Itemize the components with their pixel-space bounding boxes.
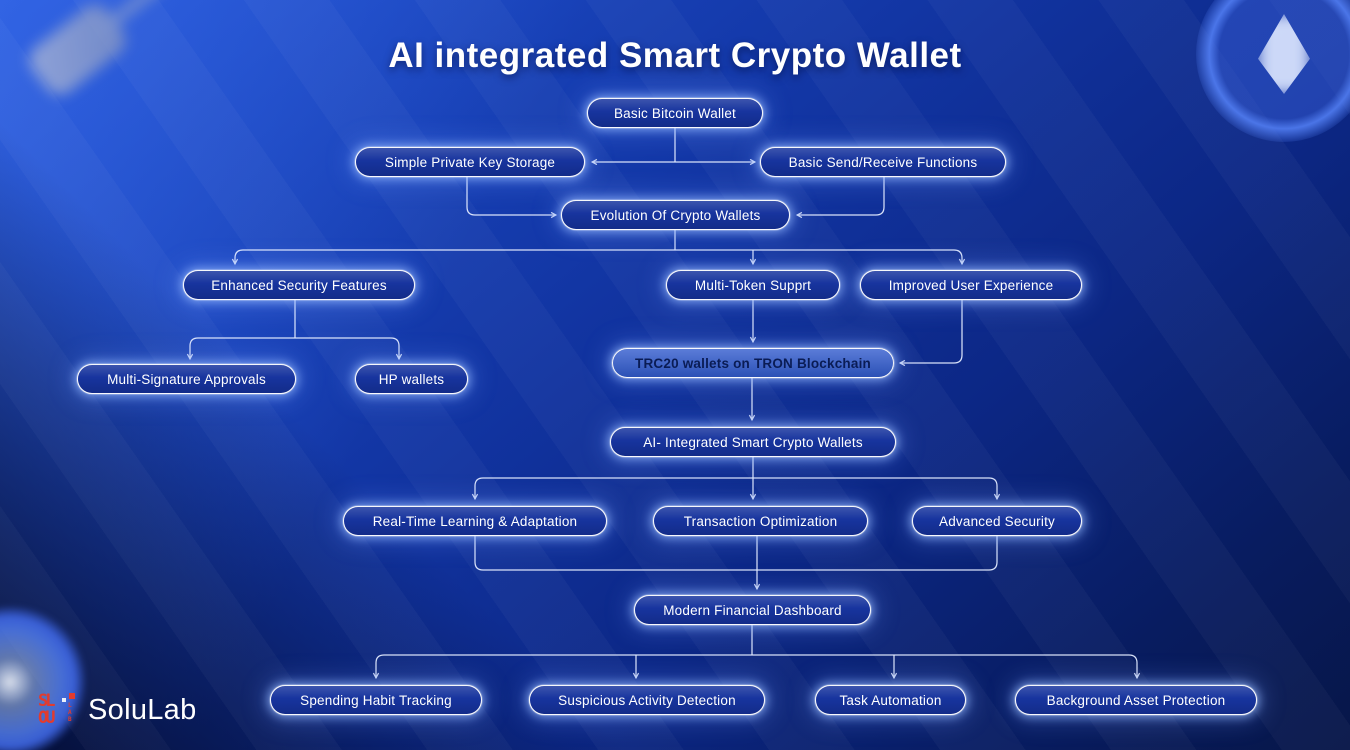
node-modern-financial-dashboard: Modern Financial Dashboard <box>634 595 871 625</box>
node-ai-integrated-smart-crypto-wallets: AI- Integrated Smart Crypto Wallets <box>610 427 896 457</box>
node-multi-token-supprt: Multi-Token Supprt <box>666 270 840 300</box>
svg-text:L: L <box>68 702 72 709</box>
node-improved-user-experience: Improved User Experience <box>860 270 1082 300</box>
node-transaction-optimization: Transaction Optimization <box>653 506 868 536</box>
node-enhanced-security-features: Enhanced Security Features <box>183 270 415 300</box>
svg-text:OU: OU <box>38 708 55 728</box>
svg-text:A: A <box>68 709 72 716</box>
page-title: AI integrated Smart Crypto Wallet <box>388 36 962 75</box>
node-suspicious-activity-detection: Suspicious Activity Detection <box>529 685 765 715</box>
brand-name: SoluLab <box>88 693 197 726</box>
node-task-automation: Task Automation <box>815 685 966 715</box>
node-real-time-learning-adaptation: Real-Time Learning & Adaptation <box>343 506 607 536</box>
node-basic-bitcoin-wallet: Basic Bitcoin Wallet <box>587 98 763 128</box>
solulab-logo: SL OU L A B SoluLab <box>38 690 197 730</box>
node-multi-signature-approvals: Multi-Signature Approvals <box>77 364 296 394</box>
node-hp-wallets: HP wallets <box>355 364 468 394</box>
node-spending-habit-tracking: Spending Habit Tracking <box>270 685 482 715</box>
node-advanced-security: Advanced Security <box>912 506 1082 536</box>
svg-text:B: B <box>68 716 72 723</box>
node-evolution-of-crypto-wallets: Evolution Of Crypto Wallets <box>561 200 790 230</box>
node-simple-private-key-storage: Simple Private Key Storage <box>355 147 585 177</box>
solulab-logo-icon: SL OU L A B <box>38 691 75 728</box>
node-trc20-wallets-on-tron-blockchain: TRC20 wallets on TRON Blockchain <box>612 348 894 378</box>
node-background-asset-protection: Background Asset Protection <box>1015 685 1257 715</box>
node-basic-send-receive-functions: Basic Send/Receive Functions <box>760 147 1006 177</box>
